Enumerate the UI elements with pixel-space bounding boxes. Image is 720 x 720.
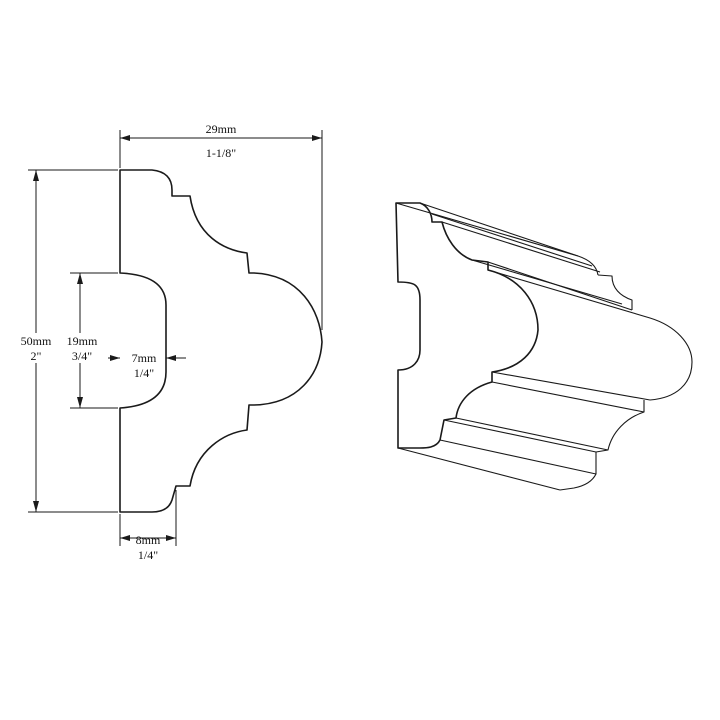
recess-height-metric-label: 19mm <box>67 334 98 348</box>
recess-height-imperial-label: 3/4" <box>72 349 92 363</box>
width-imperial-label: 1-1/8" <box>206 146 236 160</box>
height-imperial-label: 2" <box>31 349 42 363</box>
recess-height-dimension: 19mm 3/4" <box>62 272 118 409</box>
width-metric-label: 29mm <box>206 122 237 136</box>
height-dimension: 50mm 2" <box>14 169 118 513</box>
base-offset-imperial-label: 1/4" <box>138 548 158 562</box>
height-metric-label: 50mm <box>21 334 52 348</box>
base-offset-dimension: 8mm 1/4" <box>119 490 177 562</box>
recess-depth-metric-label: 7mm <box>132 351 157 365</box>
recess-depth-dimension: 7mm 1/4" <box>108 351 186 380</box>
isometric-end-face <box>395 202 539 449</box>
recess-depth-imperial-label: 1/4" <box>134 366 154 380</box>
base-offset-metric-label: 8mm <box>136 533 161 547</box>
width-dimension: 29mm 1-1/8" <box>119 122 323 330</box>
molding-profile-outline <box>119 169 323 513</box>
molding-isometric-view <box>395 202 693 491</box>
